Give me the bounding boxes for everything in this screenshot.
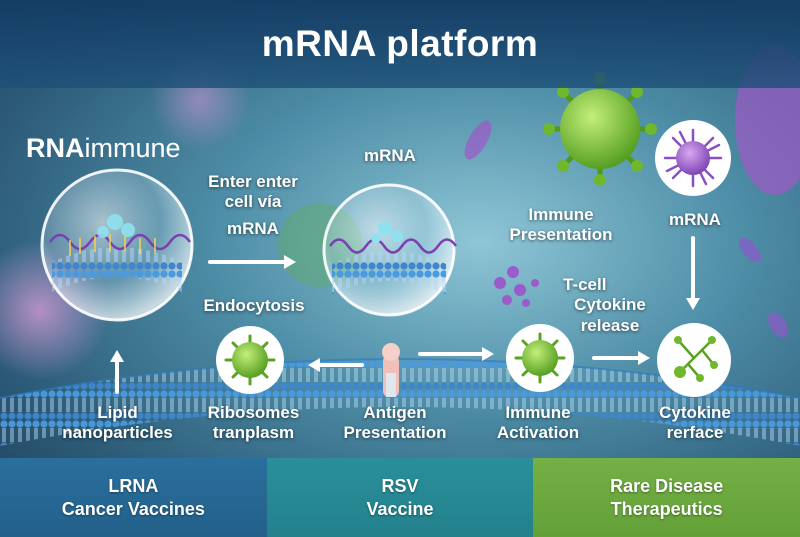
label-lipid-1: Lipid: [97, 403, 138, 422]
bg-rod-purple-3: [768, 312, 788, 338]
lipid-nanoparticle-illustration: [40, 168, 194, 322]
panel-cancer-vaccines[interactable]: LRNA Cancer Vaccines: [0, 458, 267, 537]
receptor-icon: [382, 343, 400, 397]
panel-rsv-vaccine[interactable]: RSV Vaccine: [266, 458, 534, 537]
label-enter-line1: Enter enter: [208, 172, 298, 191]
label-mrna-right: mRNA: [669, 210, 721, 229]
application-panels: LRNA Cancer Vaccines RSV Vaccine Rare Di…: [0, 458, 800, 537]
label-antigen-1: Antigen: [363, 403, 427, 422]
label-immune-activation: Immune Activation: [478, 403, 598, 444]
mrna-bubble-illustration: [322, 183, 458, 317]
label-cytokine-2: rerface: [666, 423, 724, 443]
label-lipid-2: nanoparticles: [62, 423, 173, 443]
brand-logo: RNAimmune: [26, 133, 181, 164]
arrow-right-enter-icon: [208, 255, 296, 269]
label-mrna-top: mRNA: [364, 146, 416, 165]
label-enter-cell: Enter enter cell vía mRNA: [193, 172, 313, 239]
panel-3-line1: Rare Disease: [610, 476, 724, 496]
arrow-left-ribosomes-icon: [308, 358, 364, 372]
arrow-down-mrna-icon: [686, 236, 700, 310]
label-antigen-2: Presentation: [343, 423, 447, 443]
label-enter-line3: mRNA: [227, 218, 279, 238]
large-green-virus-icon: [543, 72, 657, 186]
label-antigen-presentation: Antigen Presentation: [330, 403, 460, 444]
cytokine-interface-icon: [657, 323, 731, 397]
label-activation-2: Activation: [496, 423, 580, 443]
label-tcell-cytokine: T-cell Cytokine release: [555, 275, 665, 336]
label-activation-1: Immune: [505, 403, 571, 422]
label-ribosomes-1: Ribosomes: [207, 403, 300, 422]
bg-rod-purple: [464, 120, 492, 160]
page-title: mRNA platform: [261, 23, 539, 64]
panel-rare-disease[interactable]: Rare Disease Therapeutics: [533, 458, 800, 537]
endocytosis-virus-icon: [216, 326, 284, 394]
label-cytokine-1: Cytokine: [659, 403, 731, 422]
brand-bold: RNA: [26, 133, 85, 163]
label-tcell-1: T-cell: [563, 275, 607, 294]
label-tcell-2: Cytokine: [574, 295, 646, 315]
label-ribosomes: Ribosomes tranplasm: [196, 403, 311, 444]
label-immune-presentation-2: Presentation: [509, 225, 613, 245]
label-immune-presentation: Immune Presentation: [496, 205, 626, 246]
label-immune-presentation-1: Immune: [528, 205, 594, 224]
molecule-cluster-icon: [494, 266, 539, 307]
purple-virus-icon: [655, 120, 731, 196]
label-lipid-nanoparticles: Lipid nanoparticles: [55, 403, 180, 444]
immune-activation-virus-icon: [506, 324, 574, 392]
bg-rod-purple-2: [738, 237, 762, 263]
label-cytokine-interface: Cytokine rerface: [640, 403, 750, 444]
arrow-right-activation-icon: [418, 347, 494, 361]
panel-2-line1: RSV: [381, 476, 419, 496]
label-endocytosis: Endocytosis: [203, 296, 305, 315]
panel-1-line2: Cancer Vaccines: [61, 498, 205, 519]
panel-2-line2: Vaccine: [366, 498, 434, 519]
label-ribosomes-2: tranplasm: [212, 423, 295, 443]
title-bar: mRNA platform: [0, 0, 800, 88]
label-tcell-3: release: [580, 315, 640, 335]
arrow-up-lipid-icon: [110, 350, 124, 394]
panel-1-line1: LRNA: [108, 476, 159, 496]
label-enter-line2: cell vía: [224, 192, 282, 212]
arrow-right-cytokine-icon: [592, 351, 650, 365]
panel-3-line2: Therapeutics: [610, 498, 723, 519]
cell-membrane: [0, 359, 800, 446]
brand-light: immune: [84, 133, 181, 163]
